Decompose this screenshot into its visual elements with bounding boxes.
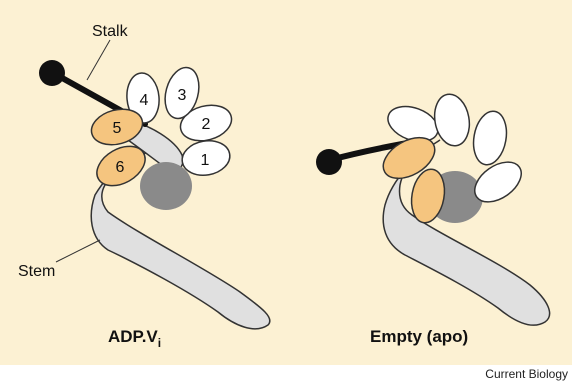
ring-number-3: 3 — [178, 87, 187, 104]
right-stalk-tip — [316, 149, 342, 175]
ring-number-4: 4 — [140, 92, 149, 109]
journal-credit: Current Biology — [485, 367, 568, 381]
ring-number-5: 5 — [113, 120, 122, 137]
stem-label: Stem — [18, 263, 55, 280]
ring-number-6: 6 — [116, 159, 125, 176]
left-motor-domain — [140, 162, 192, 210]
ring-number-2: 2 — [202, 116, 211, 133]
stalk-label: Stalk — [92, 23, 129, 40]
ring-number-1: 1 — [201, 152, 210, 169]
left-stalk-tip — [39, 60, 65, 86]
right-panel-title: Empty (apo) — [370, 327, 468, 346]
